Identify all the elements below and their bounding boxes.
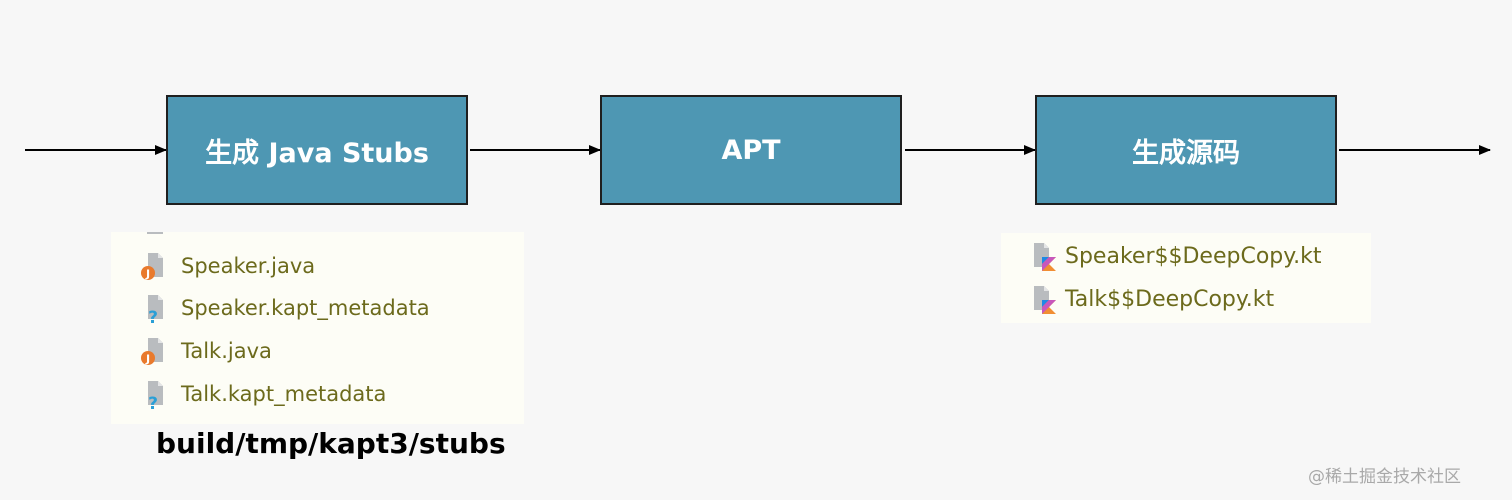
list-item[interactable]: J Speaker.java: [111, 246, 315, 286]
generated-file-list: Speaker$$DeepCopy.kt Talk$$DeepCopy.kt: [1001, 233, 1371, 323]
file-icon: [147, 232, 163, 234]
svg-text:J: J: [145, 353, 150, 366]
file-name: Talk$$DeepCopy.kt: [1065, 286, 1275, 312]
step-label: 生成源码: [1132, 137, 1240, 169]
file-name: Talk.java: [181, 339, 272, 363]
step-generate-java-stubs: 生成 Java Stubs: [166, 95, 468, 205]
watermark: @稀土掘金技术社区: [1308, 467, 1461, 487]
list-item[interactable]: ? Speaker.kapt_metadata: [111, 288, 430, 328]
file-name: Speaker.kapt_metadata: [181, 296, 430, 320]
kotlin-file-icon: [1034, 286, 1056, 314]
java-file-icon: J: [141, 253, 163, 281]
file-name: Talk.kapt_metadata: [181, 382, 387, 406]
file-name: Speaker$$DeepCopy.kt: [1065, 243, 1322, 269]
step-label: APT: [721, 134, 781, 166]
step-apt: APT: [600, 95, 902, 205]
list-item[interactable]: Talk$$DeepCopy.kt: [1001, 279, 1274, 319]
list-item[interactable]: J Talk.java: [111, 331, 272, 371]
step-generate-source: 生成源码: [1035, 95, 1337, 205]
unknown-file-icon: ?: [148, 295, 163, 323]
file-name: Speaker.java: [181, 254, 316, 278]
svg-text:?: ?: [148, 308, 158, 323]
java-file-icon: J: [141, 338, 163, 366]
step-label: 生成 Java Stubs: [205, 137, 429, 169]
list-item[interactable]: ? Talk.kapt_metadata: [111, 374, 386, 414]
stubs-file-list: J Speaker.java ? Speaker.kapt_metadata J…: [111, 232, 524, 424]
svg-text:J: J: [145, 268, 150, 281]
kotlin-file-icon: [1034, 243, 1056, 271]
list-item[interactable]: Speaker$$DeepCopy.kt: [1001, 236, 1321, 276]
stubs-path-label: build/tmp/kapt3/stubs: [156, 427, 506, 460]
unknown-file-icon: ?: [148, 381, 163, 409]
svg-text:?: ?: [148, 394, 158, 409]
